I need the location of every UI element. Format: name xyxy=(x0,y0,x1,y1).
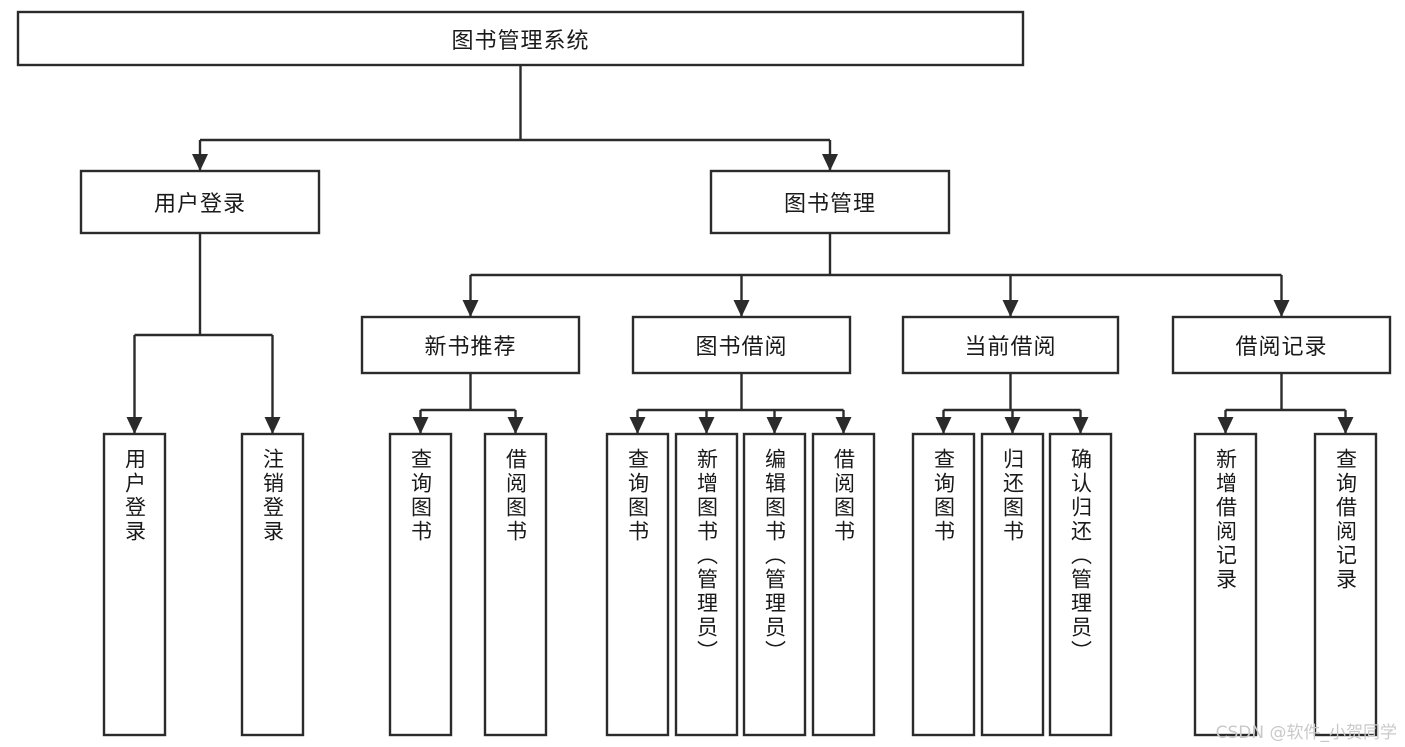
node-box-leaf-confirm-return[interactable] xyxy=(1048,432,1113,737)
arrow-head-icon-leaf-query-book-2 xyxy=(629,417,646,434)
connector-edges xyxy=(126,65,1354,434)
node-box-leaf-query-record[interactable] xyxy=(1313,432,1378,737)
node-box-leaf-query-book-3[interactable] xyxy=(911,432,976,737)
node-box-new-book-rec[interactable] xyxy=(360,315,581,375)
arrow-head-icon-leaf-add-record xyxy=(1217,417,1234,434)
arrow-head-icon-borrow-record xyxy=(1273,300,1290,317)
arrow-head-icon-leaf-query-book-3 xyxy=(935,417,952,434)
arrow-head-icon-leaf-borrow-book-2 xyxy=(835,417,852,434)
arrow-head-icon-leaf-add-book xyxy=(698,417,715,434)
node-box-leaf-user-login[interactable] xyxy=(102,432,167,737)
arrow-head-icon-current-borrow xyxy=(1002,300,1019,317)
arrow-head-icon-leaf-return-book xyxy=(1004,417,1021,434)
arrow-head-icon-book-manage xyxy=(822,154,838,171)
node-box-current-borrow[interactable] xyxy=(901,315,1120,375)
node-box-leaf-borrow-book-2[interactable] xyxy=(811,432,876,737)
node-box-leaf-query-book-2[interactable] xyxy=(605,432,670,737)
arrow-head-icon-leaf-user-login xyxy=(126,417,143,434)
arrow-head-icon-leaf-query-book-1 xyxy=(412,417,429,434)
node-box-leaf-add-book[interactable] xyxy=(674,432,739,737)
node-box-leaf-edit-book[interactable] xyxy=(742,432,807,737)
arrow-head-icon-leaf-borrow-book-1 xyxy=(507,417,524,434)
arrow-head-icon-book-borrow xyxy=(733,300,750,317)
arrow-head-icon-leaf-query-record xyxy=(1337,417,1354,434)
node-box-user-login[interactable] xyxy=(79,169,321,235)
watermark-text: CSDN @软件_小贺同学 xyxy=(1215,723,1397,743)
node-box-leaf-query-book-1[interactable] xyxy=(388,432,453,737)
arrow-head-icon-user-login xyxy=(192,154,208,171)
arrow-head-icon-leaf-logout xyxy=(264,417,281,434)
node-box-book-manage[interactable] xyxy=(709,169,951,235)
arrow-head-icon-leaf-confirm-return xyxy=(1072,417,1089,434)
node-box-leaf-logout[interactable] xyxy=(240,432,305,737)
node-box-book-borrow[interactable] xyxy=(631,315,852,375)
arrow-head-icon-new-book-rec xyxy=(462,300,479,317)
node-box-borrow-record[interactable] xyxy=(1171,315,1392,375)
node-box-leaf-borrow-book-1[interactable] xyxy=(483,432,548,737)
node-box-root[interactable] xyxy=(16,10,1025,67)
node-box-leaf-add-record[interactable] xyxy=(1193,432,1258,737)
arrow-head-icon-leaf-edit-book xyxy=(766,417,783,434)
node-box-leaf-return-book[interactable] xyxy=(980,432,1045,737)
node-boxes xyxy=(16,10,1392,737)
